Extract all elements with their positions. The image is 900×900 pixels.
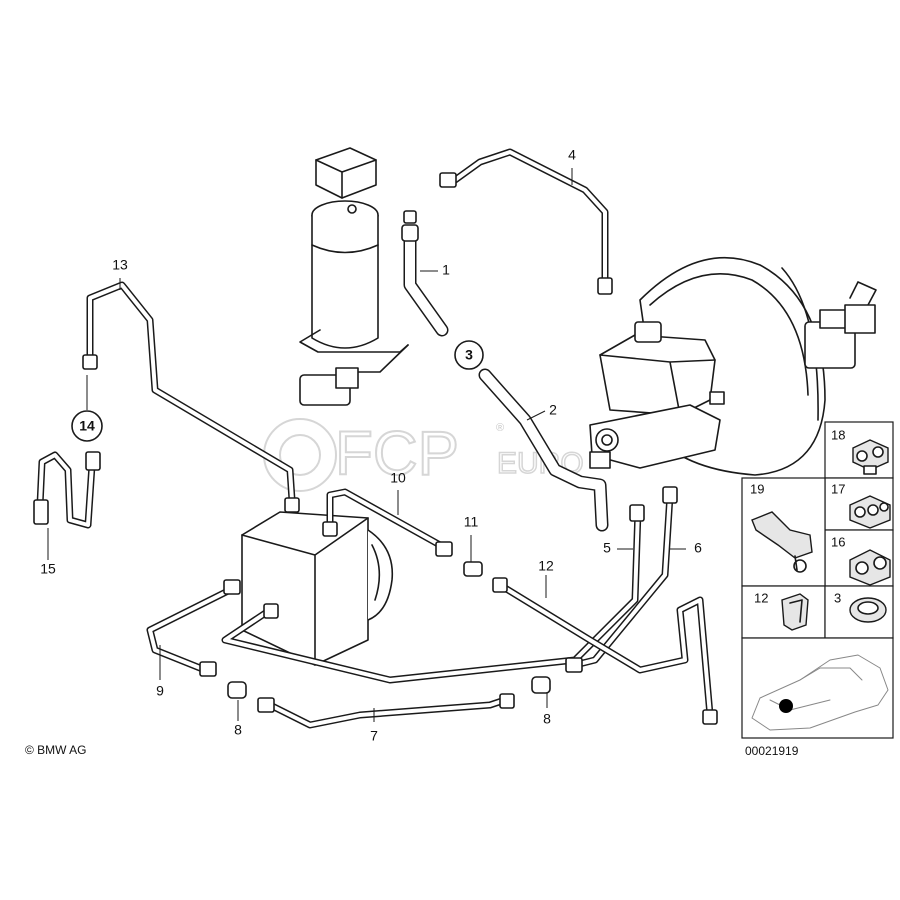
legend-label-18: 18 xyxy=(831,427,845,442)
legend-label-12: 12 xyxy=(754,590,768,605)
leader-lines xyxy=(47,168,686,722)
brake-line-10 xyxy=(322,488,453,557)
brake-line-9 xyxy=(146,579,241,677)
fitting-8-left xyxy=(227,681,247,699)
car-location-icon xyxy=(751,654,889,731)
brake-line-6 xyxy=(565,486,678,673)
callout-10: 10 xyxy=(390,470,406,486)
callout-2: 2 xyxy=(549,402,557,418)
callout-9: 9 xyxy=(156,683,164,699)
diagram-number: 00021919 xyxy=(745,744,799,758)
callout-5: 5 xyxy=(603,540,611,556)
clip-17-icon xyxy=(849,495,891,529)
callout-14-circle xyxy=(71,410,103,442)
location-marker xyxy=(779,699,793,713)
legend-label-17: 17 xyxy=(831,481,845,496)
callout-11: 11 xyxy=(464,514,479,530)
bracket-12-icon xyxy=(781,593,809,631)
callout-4: 4 xyxy=(568,147,576,163)
fitting-11 xyxy=(463,561,483,577)
watermark-main: FCP xyxy=(335,419,459,488)
legend-panel: 18 17 16 3 19 12 xyxy=(741,421,894,739)
hose-clamp-3-icon xyxy=(849,597,887,623)
callout-8-left: 8 xyxy=(234,722,242,738)
brake-line-4 xyxy=(439,148,613,295)
copyright-text: © BMW AG xyxy=(25,743,87,757)
callout-1: 1 xyxy=(442,262,450,278)
callout-3: 3 xyxy=(465,347,473,363)
callout-14: 14 xyxy=(79,418,95,434)
master-cylinder xyxy=(589,321,725,469)
callout-7: 7 xyxy=(370,728,378,744)
pressure-accumulator xyxy=(299,147,409,406)
legend-cell-car xyxy=(741,637,894,739)
clip-18-icon xyxy=(852,439,889,475)
callout-8-right: 8 xyxy=(543,711,551,727)
bracket-19-icon xyxy=(751,511,813,573)
callout-6: 6 xyxy=(694,540,702,556)
fitting-8-right xyxy=(531,676,551,694)
brake-line-12 xyxy=(492,577,718,725)
brake-line-13 xyxy=(82,281,300,513)
callout-15: 15 xyxy=(40,561,56,577)
legend-label-16: 16 xyxy=(831,534,845,549)
callout-13: 13 xyxy=(112,257,128,273)
legend-label-3: 3 xyxy=(834,590,841,605)
brake-line-5 xyxy=(221,504,645,684)
brake-line-7 xyxy=(257,693,515,729)
callout-3-circle xyxy=(454,340,484,370)
hose-1 xyxy=(401,210,449,337)
hose-2 xyxy=(478,368,609,532)
watermark-registered: ® xyxy=(496,422,504,434)
brake-line-15 xyxy=(33,451,101,529)
legend-label-19: 19 xyxy=(750,481,764,496)
callout-12: 12 xyxy=(538,558,554,574)
hydraulic-unit xyxy=(241,511,394,666)
clip-16-icon xyxy=(849,549,891,586)
